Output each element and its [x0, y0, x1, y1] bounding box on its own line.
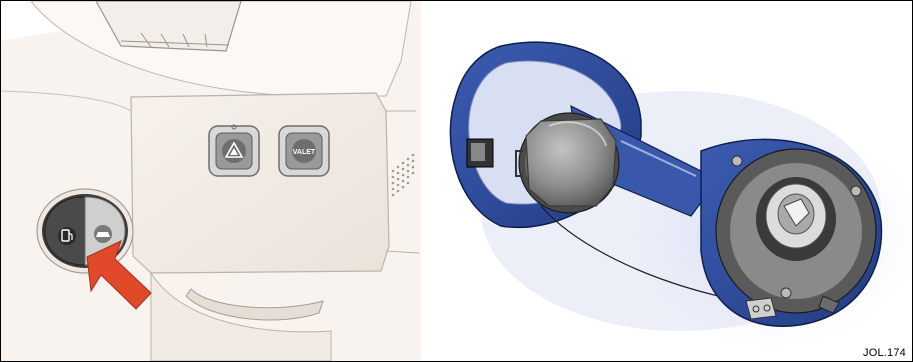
- figure-reference-code: JOL.174: [863, 347, 906, 359]
- trunk-release-icon: [94, 225, 112, 243]
- fuel-pump-icon: [58, 227, 76, 245]
- valet-button-label: VALET: [293, 149, 316, 156]
- dashboard-panel-illustration: VALET: [1, 1, 421, 361]
- valet-button[interactable]: VALET: [279, 126, 329, 176]
- hazard-button[interactable]: [209, 125, 259, 176]
- switch-panel: [131, 93, 389, 273]
- fuel-filler-illustration: [450, 42, 912, 356]
